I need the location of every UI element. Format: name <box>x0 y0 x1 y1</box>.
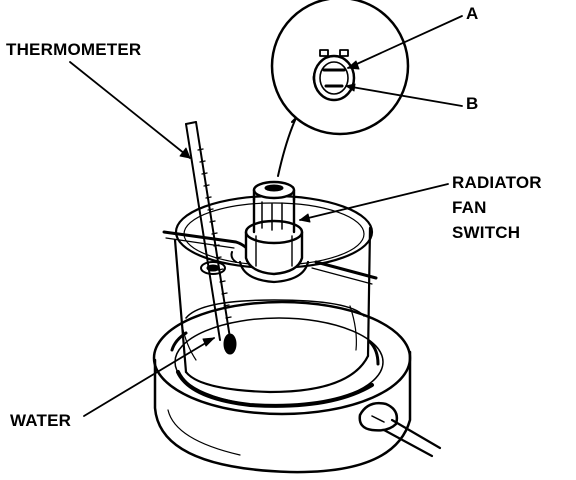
fan-label-line: FAN <box>452 198 487 217</box>
thermometer-label: THERMOMETER <box>6 40 142 59</box>
switch-label-line: SWITCH <box>452 223 521 242</box>
radiator-label-line: RADIATOR <box>452 173 542 192</box>
water-label: WATER <box>10 411 72 430</box>
radiator-fan-switch <box>238 180 310 284</box>
thermometer <box>185 121 237 355</box>
power-cord <box>358 401 442 458</box>
hot-plate <box>152 300 412 474</box>
radiator-fan-switch-label: RADIATOR FAN SWITCH <box>452 170 542 245</box>
terminal-a-label: A <box>466 4 479 23</box>
connector-detail-callout <box>270 0 410 177</box>
terminal-b-label: B <box>466 94 479 113</box>
leader-lines <box>69 15 463 417</box>
